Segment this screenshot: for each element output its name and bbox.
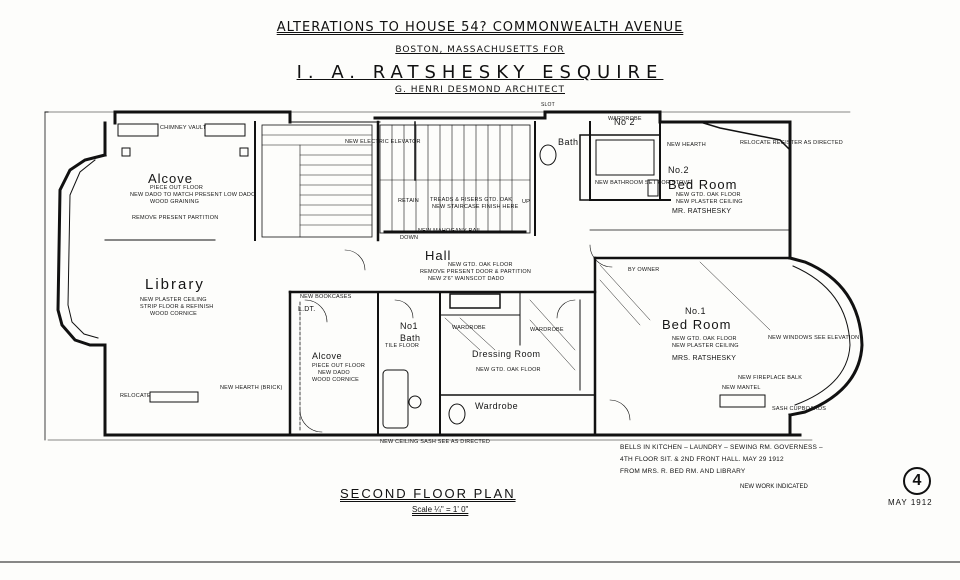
bath-floor-note: Tile floor	[385, 343, 420, 349]
no2-label: No 2	[614, 117, 636, 127]
new-work-legend: New work indicated	[740, 484, 808, 490]
drawing-date: MAY 1912	[888, 498, 933, 507]
alcove2-floor-note: Piece out floor	[312, 363, 366, 369]
bath1-number: No1	[400, 321, 419, 331]
bedroom2-label: Bed Room	[668, 177, 738, 192]
wardrobe-bottom-label: Wardrobe	[475, 401, 519, 411]
library-label: Library	[145, 276, 205, 293]
wainscot-note: New 2'6" wainscot dado	[428, 276, 505, 282]
alcove-dado-note: New dado to match present low dado	[130, 192, 256, 198]
remove-partition-note: Remove present partition	[132, 215, 219, 221]
light-note: L.Dt.	[298, 306, 316, 313]
wardrobe-right-label: Wardrobe	[530, 327, 564, 333]
bedroom1-ceiling-note: New plaster ceiling	[672, 343, 739, 349]
title-block: Alterations to House 54? Commonwealth Av…	[0, 0, 960, 105]
drawing-title: Alterations to House 54? Commonwealth Av…	[276, 20, 684, 35]
stairs-note: Treads & risers gtd. oak	[430, 197, 513, 203]
dressing-floor-note: New gtd. oak floor	[476, 367, 541, 373]
new-bathroom-note: New bathroom set for stove	[595, 180, 692, 186]
remove-door-note: Remove present door & partition	[420, 269, 532, 275]
relocate-right-note: Relocate register as directed	[740, 140, 843, 146]
alcove-bottom-label: Alcove	[312, 351, 343, 361]
alcove2-dado-note: New dado	[318, 370, 350, 376]
alcove2-cornice-note: Wood cornice	[312, 377, 360, 383]
sash-cupboards-note: Sash cupboards	[772, 406, 827, 412]
bath2-label: Bath	[558, 137, 579, 147]
down-note: Down	[400, 235, 419, 241]
alcove-graining-note: Wood graining	[150, 199, 200, 205]
bedroom1-label: Bed Room	[662, 317, 732, 332]
bedroom1-number: No.1	[685, 306, 707, 316]
notes-line-1: Bells in kitchen – laundry – sewing rm. …	[620, 444, 823, 451]
new-hearth-left-note: New hearth (brick)	[220, 385, 283, 391]
alcove-floor-note: Piece out floor	[150, 185, 204, 191]
hall-label: Hall	[425, 248, 452, 263]
alcove-top-label: Alcove	[148, 171, 194, 186]
bookcases-note: New bookcases	[300, 294, 352, 300]
ceiling-sash-note: New ceiling sash see as directed	[380, 439, 491, 445]
wardrobe-top-label: Wardrobe	[608, 116, 642, 122]
new-hearth-note: New hearth	[667, 142, 706, 148]
dressing-room-label: Dressing Room	[472, 349, 541, 359]
plan-title: Second Floor Plan	[340, 486, 516, 501]
by-owner-note: By owner	[628, 267, 660, 273]
library-cornice-note: Wood cornice	[150, 311, 198, 317]
staircase-finish-note: New staircase finish here	[432, 204, 519, 210]
slot-note: Slot	[541, 102, 555, 108]
client-name: I. A. Ratshesky Esquire	[296, 62, 664, 83]
new-mantel-note: New mantel	[722, 385, 761, 391]
bedroom2-number: No.2	[668, 165, 690, 175]
location-line: Boston, Massachusetts for	[395, 45, 565, 55]
chimney-note: Chimney Vault	[160, 125, 207, 131]
scale-label: Scale ¼" = 1' 0"	[412, 505, 469, 514]
mahogany-rail-note: New mahogany rail	[418, 228, 482, 234]
bells-notes: Bells in kitchen – laundry – sewing rm. …	[620, 442, 823, 478]
bedroom2-ceiling-note: New plaster ceiling	[676, 199, 743, 205]
bedroom1-floor-note: New gtd. oak floor	[672, 336, 737, 342]
bedroom2-owner: Mr. Ratshesky	[672, 208, 732, 215]
up-note: Up	[522, 199, 531, 205]
bedroom1-owner: Mrs. Ratshesky	[672, 355, 737, 362]
library-floor-note: Strip floor & refinish	[140, 304, 214, 310]
architect-name: G. Henri Desmond Architect	[395, 85, 565, 95]
notes-line-2: 4th floor sit. & 2nd front hall. May 29 …	[620, 456, 784, 463]
notes-line-3: From Mrs. R. bed rm. and library	[620, 468, 746, 475]
wardrobe-left-label: Wardrobe	[452, 325, 486, 331]
bedroom2-floor-note: New gtd. oak floor	[676, 192, 741, 198]
relocate-left-note: Relocate	[120, 393, 151, 399]
library-ceiling-note: New plaster ceiling	[140, 297, 207, 303]
retain-note: Retain	[398, 198, 419, 204]
bath1-label: Bath	[400, 333, 421, 343]
new-windows-note: New windows see elevation	[768, 335, 860, 341]
sheet-number-badge: 4	[903, 467, 931, 495]
hall-floor-note: New gtd. oak floor	[448, 262, 513, 268]
elevator-note: New Electric Elevator	[345, 139, 421, 145]
fireplace-balk-note: New fireplace balk	[738, 375, 803, 381]
